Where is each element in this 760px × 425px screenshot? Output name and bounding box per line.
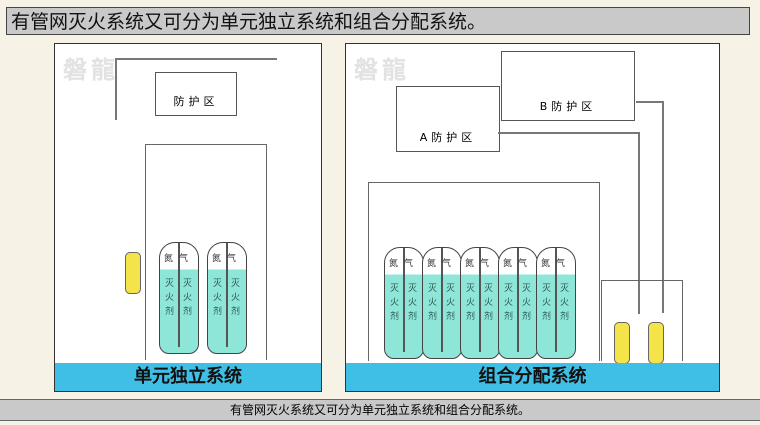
agent-label: 灭火剂 [446, 284, 456, 322]
siphon-tube [479, 248, 481, 352]
caption-combined-system: 组合分配系统 [346, 363, 719, 391]
zone-a-label: A防护区 [419, 131, 477, 144]
cylinder: 氮气灭火剂灭火剂 [460, 247, 500, 359]
watermark: 磐龍 [354, 56, 410, 84]
agent-label: 灭火剂 [183, 279, 193, 317]
cylinder: 氮气灭火剂灭火剂 [498, 247, 538, 359]
gas-label: 氮气 [388, 259, 419, 269]
protection-zone: 防护区 [155, 72, 237, 116]
siphon-tube [226, 243, 228, 347]
gas-label: 氮气 [211, 254, 242, 264]
agent-label: 灭火剂 [504, 284, 514, 322]
gas-label: 氮气 [502, 259, 533, 269]
agent-label: 灭火剂 [165, 279, 175, 317]
footer-caption: 有管网灭火系统又可分为单元独立系统和组合分配系统。 [0, 399, 760, 421]
pilot-rack [601, 280, 683, 361]
cylinder: 氮气灭火剂灭火剂 [536, 247, 576, 359]
caption-unit-system: 单元独立系统 [55, 363, 321, 391]
pipe-b [636, 101, 664, 313]
agent-label: 灭火剂 [231, 279, 241, 317]
agent-label: 灭火剂 [390, 284, 400, 322]
agent-label: 灭火剂 [466, 284, 476, 322]
extinguisher [125, 252, 141, 294]
agent-label: 灭火剂 [484, 284, 494, 322]
agent-label: 灭火剂 [542, 284, 552, 322]
protection-zone-a: A防护区 [396, 86, 500, 152]
cylinder-rack [368, 182, 600, 361]
cylinder: 氮气灭火剂灭火剂 [207, 242, 247, 354]
cylinder: 氮气灭火剂灭火剂 [422, 247, 462, 359]
agent-label: 灭火剂 [560, 284, 570, 322]
watermark: 磐龍 [63, 56, 119, 84]
gas-label: 氮气 [426, 259, 457, 269]
agent-label: 灭火剂 [522, 284, 532, 322]
agent-label: 灭火剂 [213, 279, 223, 317]
gas-label: 氮气 [540, 259, 571, 269]
siphon-tube [403, 248, 405, 352]
agent-label: 灭火剂 [408, 284, 418, 322]
title-bar: 有管网灭火系统又可分为单元独立系统和组合分配系统。 [6, 7, 750, 35]
protection-zone-b: B防护区 [501, 51, 635, 121]
gas-label: 氮气 [163, 254, 194, 264]
zone-label: 防护区 [173, 95, 219, 108]
cylinder: 氮气灭火剂灭火剂 [159, 242, 199, 354]
agent-label: 灭火剂 [428, 284, 438, 322]
panel-unit-system: 磐龍 防护区 氮气灭火剂灭火剂氮气灭火剂灭火剂 单元独立系统 [54, 43, 322, 392]
extinguisher [648, 322, 664, 364]
panel-combined-system: 磐龍 A防护区 B防护区 氮气灭火剂灭火剂氮气灭火剂灭火剂氮气灭火剂灭火剂氮气灭… [345, 43, 720, 392]
siphon-tube [555, 248, 557, 352]
siphon-tube [178, 243, 180, 347]
pipe-a [498, 132, 640, 314]
siphon-tube [441, 248, 443, 352]
cylinder: 氮气灭火剂灭火剂 [384, 247, 424, 359]
pipe [115, 58, 277, 120]
cylinder-rack [145, 144, 267, 360]
zone-b-label: B防护区 [539, 100, 597, 113]
siphon-tube [517, 248, 519, 352]
gas-label: 氮气 [464, 259, 495, 269]
extinguisher [614, 322, 630, 364]
